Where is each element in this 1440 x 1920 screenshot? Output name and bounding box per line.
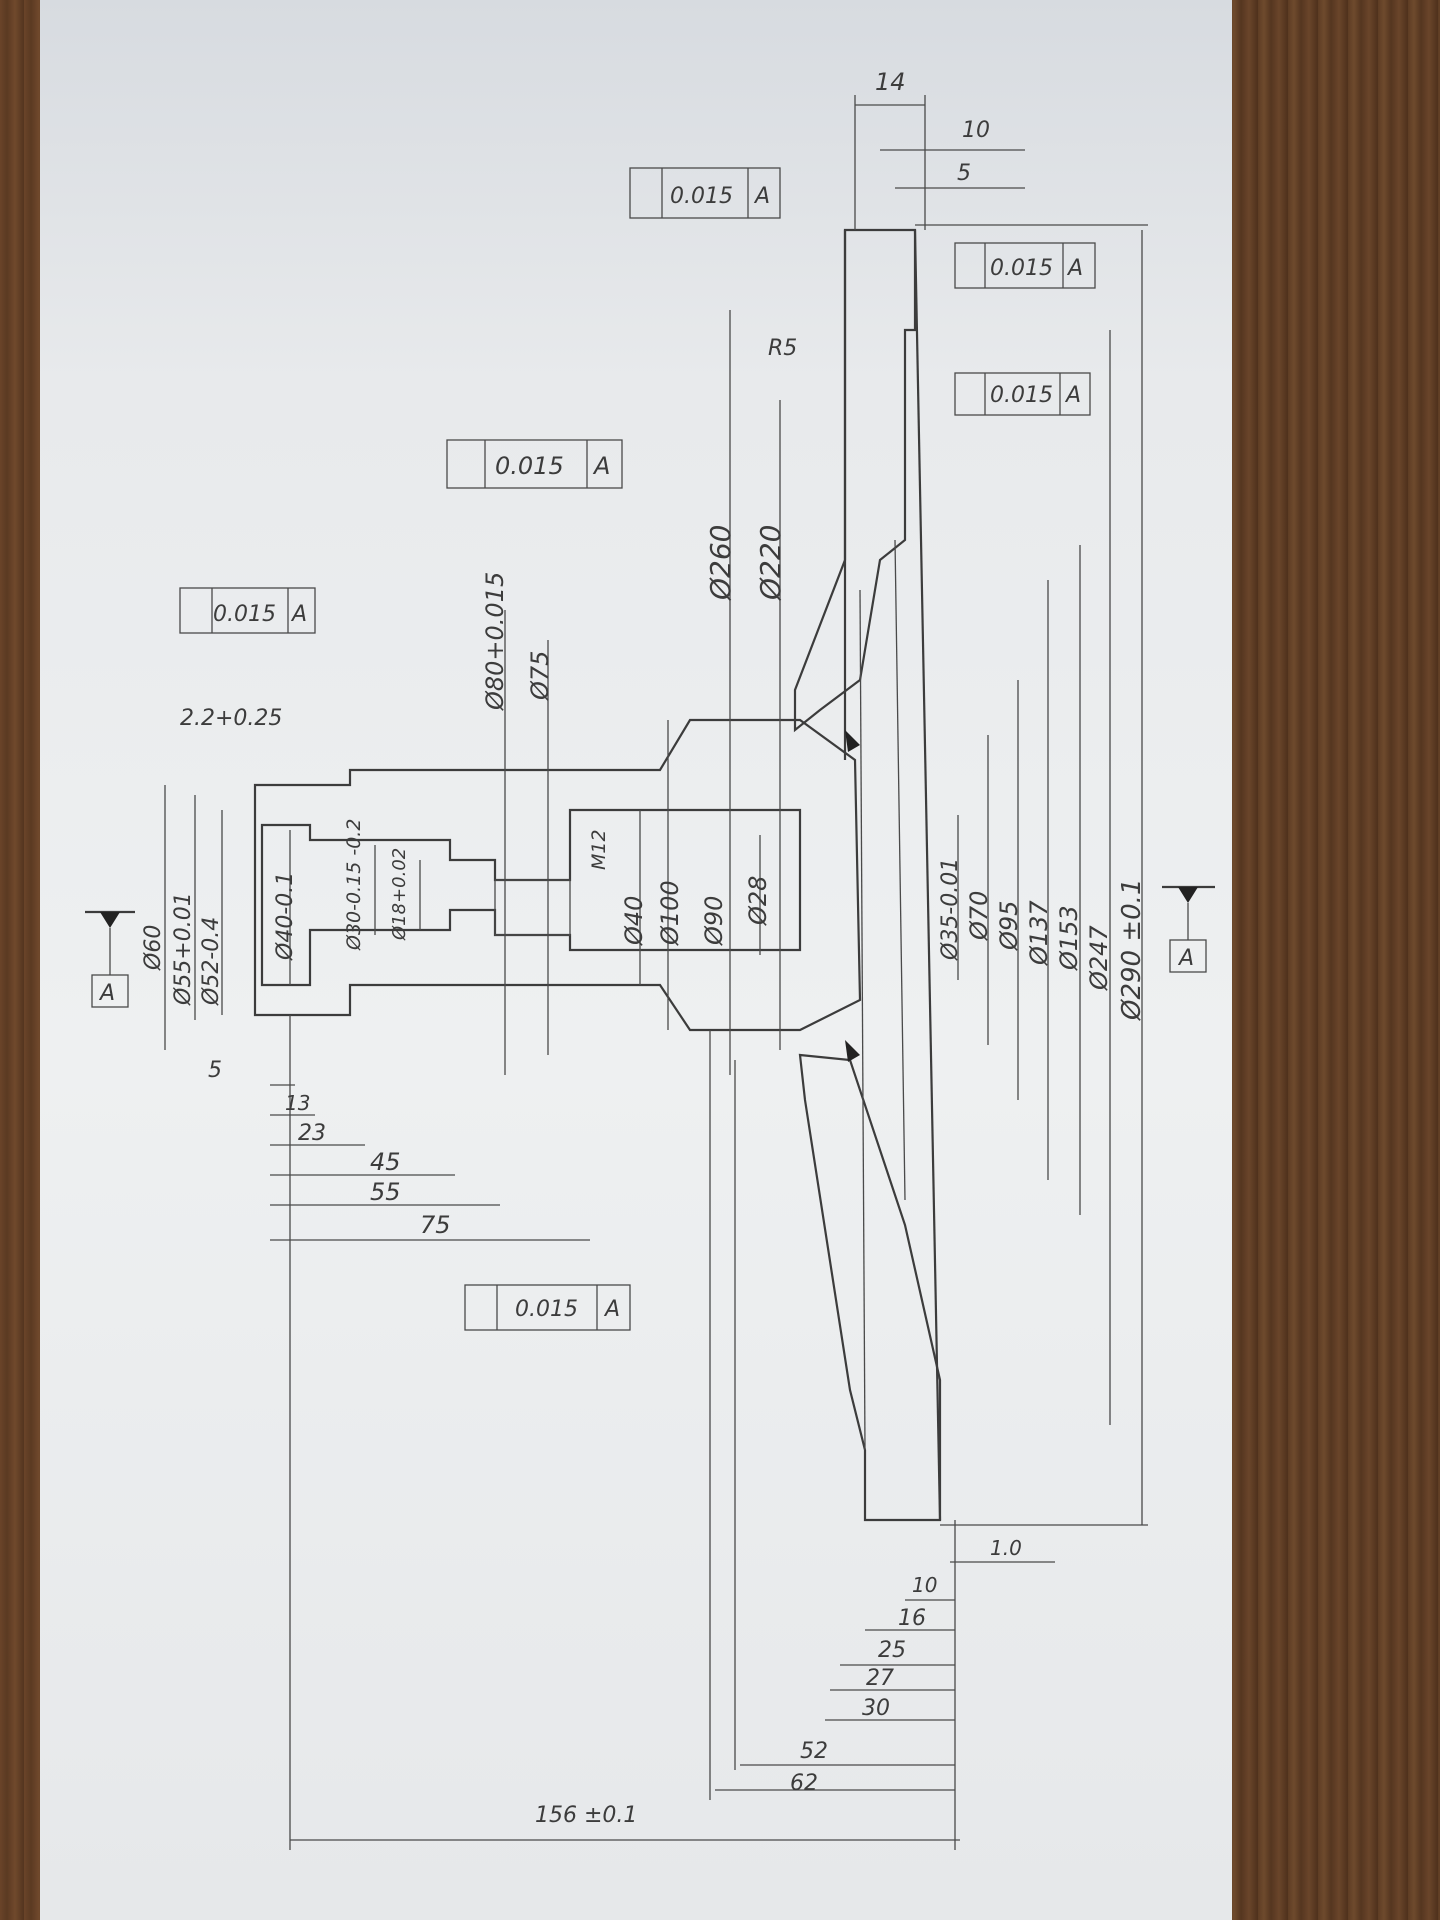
dia-52: Ø52-0.4: [199, 917, 224, 1006]
len-27: 27: [866, 1666, 894, 1691]
runout-value-3: 0.015: [670, 184, 733, 209]
flange-inner-line: [859, 589, 866, 1451]
runout-value-2: 0.015: [495, 452, 564, 480]
dia-35: Ø35-0.01: [938, 858, 963, 961]
dia-153: Ø153: [1055, 905, 1083, 971]
runout-value-4: 0.015: [990, 256, 1053, 281]
dia-100: Ø100: [656, 880, 684, 946]
hub-bore: [260, 808, 802, 987]
runout-datum-5: A: [1064, 383, 1081, 408]
dia-75: Ø75: [526, 651, 554, 701]
runout-datum-2: A: [592, 452, 610, 480]
len-5-top: 5: [957, 161, 971, 186]
hub-section: [253, 718, 862, 1032]
len-45: 45: [370, 1148, 401, 1176]
len-10-top: 10: [962, 118, 990, 143]
dimension-lines: [164, 95, 1148, 1850]
dia-95: Ø95: [995, 901, 1023, 951]
part-section: [253, 228, 942, 1522]
thread-hole: [494, 879, 571, 936]
dia-40-bore: Ø40-0.1: [273, 872, 298, 961]
len-62: 62: [790, 1771, 818, 1796]
overall-length: 156 ±0.1: [535, 1803, 637, 1828]
dia-290: Ø290 ±0.1: [1117, 879, 1147, 1022]
thread-label: M12: [588, 829, 610, 870]
dia-40: Ø40: [620, 896, 648, 946]
dia-90: Ø90: [700, 896, 728, 946]
len-52: 52: [800, 1739, 828, 1764]
len-25: 25: [878, 1638, 906, 1663]
len-16: 16: [898, 1606, 926, 1631]
dia-55: Ø55+0.01: [171, 892, 196, 1006]
dia-28: Ø28: [744, 876, 772, 926]
runout-datum-6: A: [603, 1297, 620, 1322]
datum-marker-left: [85, 910, 135, 1008]
dia-18: Ø18+0.02: [389, 848, 410, 941]
drawing-sheet: [40, 0, 1232, 1920]
flange-recess: [894, 539, 906, 1201]
len-14: 14: [875, 68, 906, 96]
dia-30: Ø30-0.15 -0.2: [343, 819, 365, 951]
len-75: 75: [420, 1211, 451, 1239]
dia-60: Ø60: [141, 925, 166, 971]
flange-section-upper: [793, 228, 917, 733]
flange-section-lower: [798, 1053, 942, 1522]
dia-247: Ø247: [1085, 925, 1113, 991]
flange-back: [913, 229, 942, 1521]
len-2-2: 2.2+0.25: [180, 706, 282, 731]
dia-260: Ø260: [704, 525, 737, 601]
len-30: 30: [862, 1696, 890, 1721]
len-55: 55: [370, 1178, 401, 1206]
runout-datum-1: A: [290, 602, 307, 627]
radius-label: R5: [768, 336, 797, 361]
datum-marker-right: [1162, 885, 1215, 973]
len-1-0: 1.0: [990, 1536, 1022, 1560]
len-23: 23: [298, 1121, 326, 1146]
runout-frame-boxes: [179, 167, 1096, 1331]
dia-80: Ø80+0.015: [481, 572, 509, 711]
runout-datum-4: A: [1066, 256, 1083, 281]
runout-datum-3: A: [753, 184, 770, 209]
weld-mark-lower: [845, 1040, 860, 1062]
len-5: 5: [208, 1058, 222, 1083]
weld-mark-upper: [845, 730, 860, 752]
runout-value-1: 0.015: [213, 602, 276, 627]
len-13: 13: [285, 1091, 310, 1115]
desk-surface-right: [1228, 0, 1440, 1920]
dia-220: Ø220: [754, 525, 787, 601]
runout-value-6: 0.015: [515, 1297, 578, 1322]
datum-label-right: A: [1177, 946, 1194, 971]
dia-137: Ø137: [1025, 900, 1053, 966]
len-10-bottom: 10: [912, 1573, 937, 1597]
datum-label-left: A: [98, 981, 115, 1006]
dia-70: Ø70: [965, 891, 993, 941]
runout-value-5: 0.015: [990, 383, 1053, 408]
